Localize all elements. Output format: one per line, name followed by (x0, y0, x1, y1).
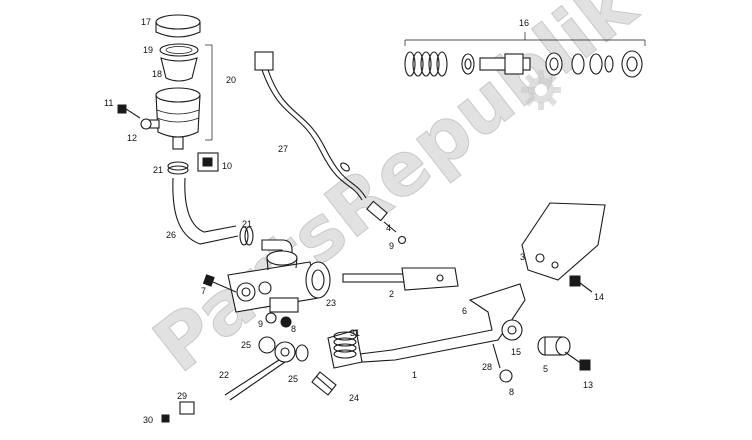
callout-29: 29 (177, 391, 187, 401)
adjuster-28 (492, 343, 513, 383)
washer-25a (258, 336, 276, 354)
callout-13: 13 (583, 380, 593, 390)
callout-22: 22 (219, 370, 229, 380)
push-rod-2 (342, 267, 459, 291)
callout-8a: 8 (291, 324, 296, 334)
callout-2: 2 (389, 289, 394, 299)
callout-labels: 1 2 3 4 5 6 7 8 8 9 9 10 11 12 13 14 15 … (104, 17, 604, 425)
callout-1: 1 (412, 370, 417, 380)
master-cylinder (227, 250, 331, 313)
reservoir-assembly (146, 14, 213, 150)
callout-10: 10 (222, 161, 232, 171)
callout-8b: 8 (509, 387, 514, 397)
callout-4: 4 (386, 223, 391, 233)
bracket-3 (521, 202, 606, 281)
hose-clip-21b (239, 226, 254, 246)
banjo-bolt-24 (311, 371, 337, 396)
callout-16: 16 (519, 18, 529, 28)
screw-30 (161, 414, 170, 423)
banjo-fitting (224, 341, 296, 401)
callout-30: 30 (143, 415, 153, 425)
callout-21a: 21 (153, 165, 163, 175)
gear-icon (521, 70, 561, 110)
reservoir-body (146, 87, 201, 150)
callout-17: 17 (141, 17, 151, 27)
spring-31 (333, 331, 357, 359)
callout-15: 15 (511, 347, 521, 357)
callout-19: 19 (143, 45, 153, 55)
callout-20: 20 (226, 75, 236, 85)
brake-pedal-1 (359, 283, 526, 363)
spring (404, 51, 448, 77)
callout-25b: 25 (288, 374, 298, 384)
washer-12 (140, 118, 152, 130)
callout-9b: 9 (389, 241, 394, 251)
callout-5: 5 (543, 364, 548, 374)
callout-3: 3 (520, 252, 525, 262)
bolt-14 (569, 275, 593, 293)
callout-6: 6 (462, 306, 467, 316)
callout-14: 14 (594, 292, 604, 302)
washer-9a (265, 312, 277, 324)
reservoir-cap (155, 14, 201, 38)
reservoir-float (160, 57, 198, 82)
bush-15 (537, 336, 571, 356)
switch-cable-27 (254, 51, 367, 201)
washer-9b (397, 235, 407, 245)
nut-8a (280, 316, 292, 328)
callout-18: 18 (152, 69, 162, 79)
callout-12: 12 (127, 133, 137, 143)
callout-11: 11 (104, 98, 113, 108)
callout-26: 26 (166, 230, 176, 240)
callout-24: 24 (349, 393, 359, 403)
callout-23: 23 (326, 298, 336, 308)
hose-26 (172, 177, 239, 245)
reservoir-diaphragm (159, 43, 199, 57)
bolt-13 (564, 351, 591, 371)
callout-25a: 25 (241, 340, 251, 350)
callout-27: 27 (278, 144, 288, 154)
hose-clip-21a (167, 161, 189, 175)
washer-25b (295, 344, 309, 362)
clip-29 (179, 401, 195, 415)
switch-4 (366, 200, 397, 233)
callout-28: 28 (482, 362, 492, 372)
clamp-10 (197, 152, 219, 172)
bolt-7 (202, 274, 237, 293)
callout-9a: 9 (258, 319, 263, 329)
screw-11 (117, 104, 141, 119)
callout-21b: 21 (242, 219, 252, 229)
callout-7: 7 (201, 286, 206, 296)
piston (479, 53, 531, 75)
repair-kit-16 (404, 32, 646, 78)
callout-31: 31 (350, 328, 360, 338)
